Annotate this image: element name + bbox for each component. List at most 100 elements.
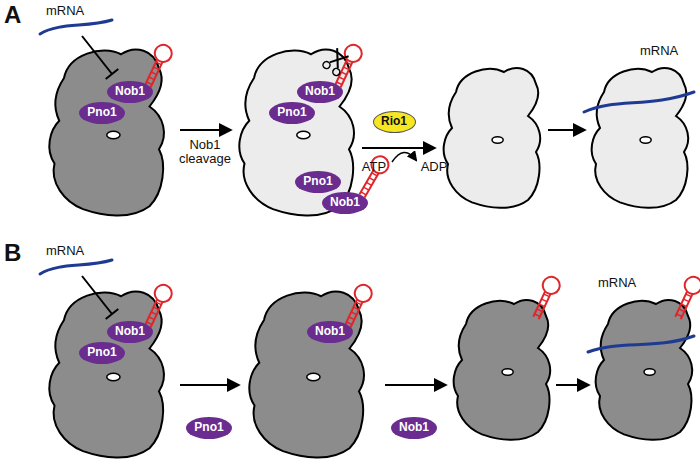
stem: [145, 299, 157, 324]
base-pair: [149, 317, 154, 320]
ribosome-subunit: [249, 292, 364, 458]
channel: [502, 369, 513, 375]
base-pair: [684, 299, 689, 302]
base-pair: [542, 299, 547, 302]
protein-name: Nob1: [115, 325, 145, 338]
base-pair: [341, 72, 346, 75]
process-arrow: [548, 129, 584, 131]
stem: [145, 59, 157, 84]
inhibition-bar: [106, 69, 119, 79]
protein-oval: Pno1: [269, 102, 315, 124]
nucleotide-label: ADP: [421, 160, 448, 174]
protein-name: Nob1: [315, 325, 345, 338]
panel-letter: A: [4, 2, 21, 28]
stem: [365, 173, 379, 197]
base-pair: [149, 77, 154, 80]
process-arrow: [180, 384, 238, 386]
mrna-strand: [588, 336, 694, 352]
base-pair: [154, 67, 159, 70]
protein-oval: Nob1: [107, 81, 153, 103]
base-pair: [537, 309, 542, 312]
base-pair: [349, 317, 354, 320]
loop: [682, 274, 700, 297]
ribosome-subunit: [596, 300, 693, 440]
protein-name: Nob1: [115, 85, 145, 98]
subunit-outline: [49, 292, 164, 458]
channel: [644, 369, 655, 375]
subunit-outline: [49, 50, 164, 216]
base-pair: [339, 77, 344, 80]
channel: [307, 373, 320, 381]
base-pair: [369, 178, 374, 181]
stem: [675, 291, 687, 316]
protein-name: Pno1: [87, 346, 116, 359]
channel: [297, 131, 310, 139]
base-pair: [154, 307, 159, 310]
loop: [352, 282, 375, 305]
ribosome-subunit: [444, 68, 541, 208]
protein-oval: Nob1: [107, 321, 153, 343]
protein-name: Pno1: [194, 421, 223, 434]
scissors-icon: [322, 47, 351, 77]
handle: [331, 67, 341, 77]
protein-name: Nob1: [330, 196, 360, 209]
stem: [341, 62, 353, 87]
mrna-strand: [40, 20, 112, 34]
protein-oval: Pno1: [79, 342, 125, 364]
process-arrow: [180, 129, 230, 131]
stem: [151, 302, 163, 327]
base-pair: [681, 304, 686, 307]
channel: [107, 373, 120, 381]
base-pair: [364, 187, 369, 190]
loop: [540, 274, 563, 297]
ribosome-subunit: [454, 300, 551, 440]
protein-oval: Nob1: [322, 192, 368, 214]
protein-name: Nob1: [305, 85, 335, 98]
mrna-strand: [584, 92, 694, 112]
subunit-outline: [249, 292, 364, 458]
loop: [342, 42, 365, 65]
protein-oval: Nob1: [307, 321, 353, 343]
mrna-label: mRNA: [640, 44, 678, 58]
base-pair: [151, 312, 156, 315]
mrna-label: mRNA: [46, 4, 84, 18]
handle: [322, 60, 332, 70]
base-pair: [351, 312, 356, 315]
nucleotide-label: ATP: [362, 160, 386, 174]
inhibition-bar: [106, 309, 119, 319]
base-pair: [344, 67, 349, 70]
stem: [681, 294, 693, 319]
subunit-outline: [454, 300, 551, 440]
stem: [151, 62, 163, 87]
rrna-hairpin: [670, 274, 700, 322]
rrna-hairpin: [355, 153, 392, 200]
ribosome-subunit: [239, 50, 354, 216]
protein-oval: Pno1: [79, 102, 125, 124]
process-arrow: [556, 384, 588, 386]
protein-oval: Nob1: [297, 81, 343, 103]
mrna-label: mRNA: [598, 276, 636, 290]
protein-oval: Pno1: [295, 171, 341, 193]
ribosome-subunit: [592, 68, 689, 208]
stem: [351, 302, 363, 327]
hydrolysis-arrow: [392, 152, 416, 162]
inhibition-line: [82, 276, 112, 314]
base-pair: [679, 309, 684, 312]
rrna-hairpin: [528, 274, 562, 322]
base-pair: [366, 182, 371, 185]
process-arrow: [362, 147, 434, 149]
base-pair: [535, 314, 540, 317]
step-label: Nob1 cleavage: [175, 138, 235, 167]
base-pair: [539, 304, 544, 307]
protein-name: Pno1: [303, 175, 332, 188]
channel: [492, 137, 503, 143]
inhibition-line: [82, 36, 112, 74]
channel: [640, 137, 651, 143]
mrna-strand: [40, 260, 112, 274]
channel: [107, 131, 120, 139]
protein-oval: Pno1: [186, 417, 232, 439]
protein-name: Pno1: [277, 106, 306, 119]
